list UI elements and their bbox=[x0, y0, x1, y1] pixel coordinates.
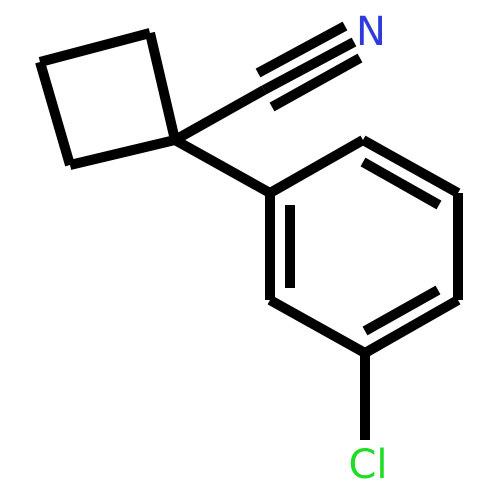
benzene-bond-4 bbox=[362, 295, 461, 358]
nitrile-triple-bond-3 bbox=[269, 53, 363, 112]
benzene-inner-bond-1 bbox=[360, 157, 442, 210]
ring-bond-top bbox=[38, 28, 152, 67]
ring-bond-left bbox=[35, 60, 75, 167]
benzene-ring bbox=[265, 135, 463, 358]
chlorine-label: Cl bbox=[348, 442, 387, 488]
nitrogen-label: N bbox=[356, 9, 386, 55]
nitrile-triple-bond-1 bbox=[261, 37, 357, 95]
nitrile-single-bond bbox=[172, 85, 267, 145]
benzene-inner-bond-2 bbox=[362, 285, 441, 336]
ring-aryl-bond bbox=[172, 135, 273, 198]
nitrile-group bbox=[172, 21, 363, 145]
benzene-bond-2 bbox=[360, 135, 461, 198]
benzene-bond-5 bbox=[267, 295, 368, 358]
cyclobutane-ring bbox=[35, 28, 180, 170]
benzene-bond-1 bbox=[267, 135, 366, 198]
ring-bond-bottom bbox=[68, 135, 177, 170]
nitrile-triple-bond-2 bbox=[255, 21, 348, 78]
ring-bond-right bbox=[145, 31, 180, 142]
